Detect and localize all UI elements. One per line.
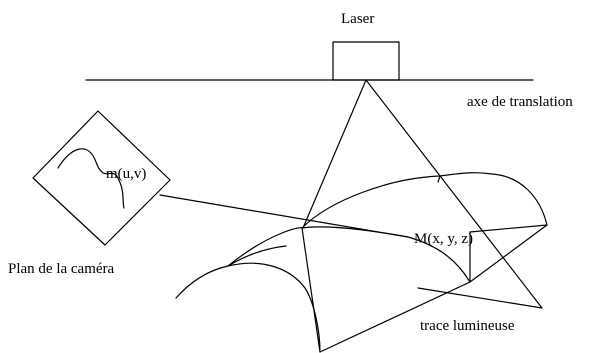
world-point-label: M(x, y, z) [414,231,473,247]
camera-plane [32,110,171,246]
back-object-outline [301,172,548,233]
light-trace-curve [301,226,471,283]
back-object-ridge [437,175,441,183]
object-end-cap [469,224,548,283]
front-object-top-ridge [227,245,287,267]
camera-plane-label: Plan de la caméra [8,261,115,277]
laser-label: Laser [341,11,374,27]
image-curve [57,148,125,209]
laser-box [332,41,400,81]
front-object-ridge-left [227,262,321,353]
image-point-label: m(u,v) [106,166,146,182]
light-trace-label: trace lumineuse [420,318,515,334]
translation-axis-label: axe de translation [467,94,573,110]
front-object-outline [175,227,471,353]
laser-beam-fan [302,79,543,309]
